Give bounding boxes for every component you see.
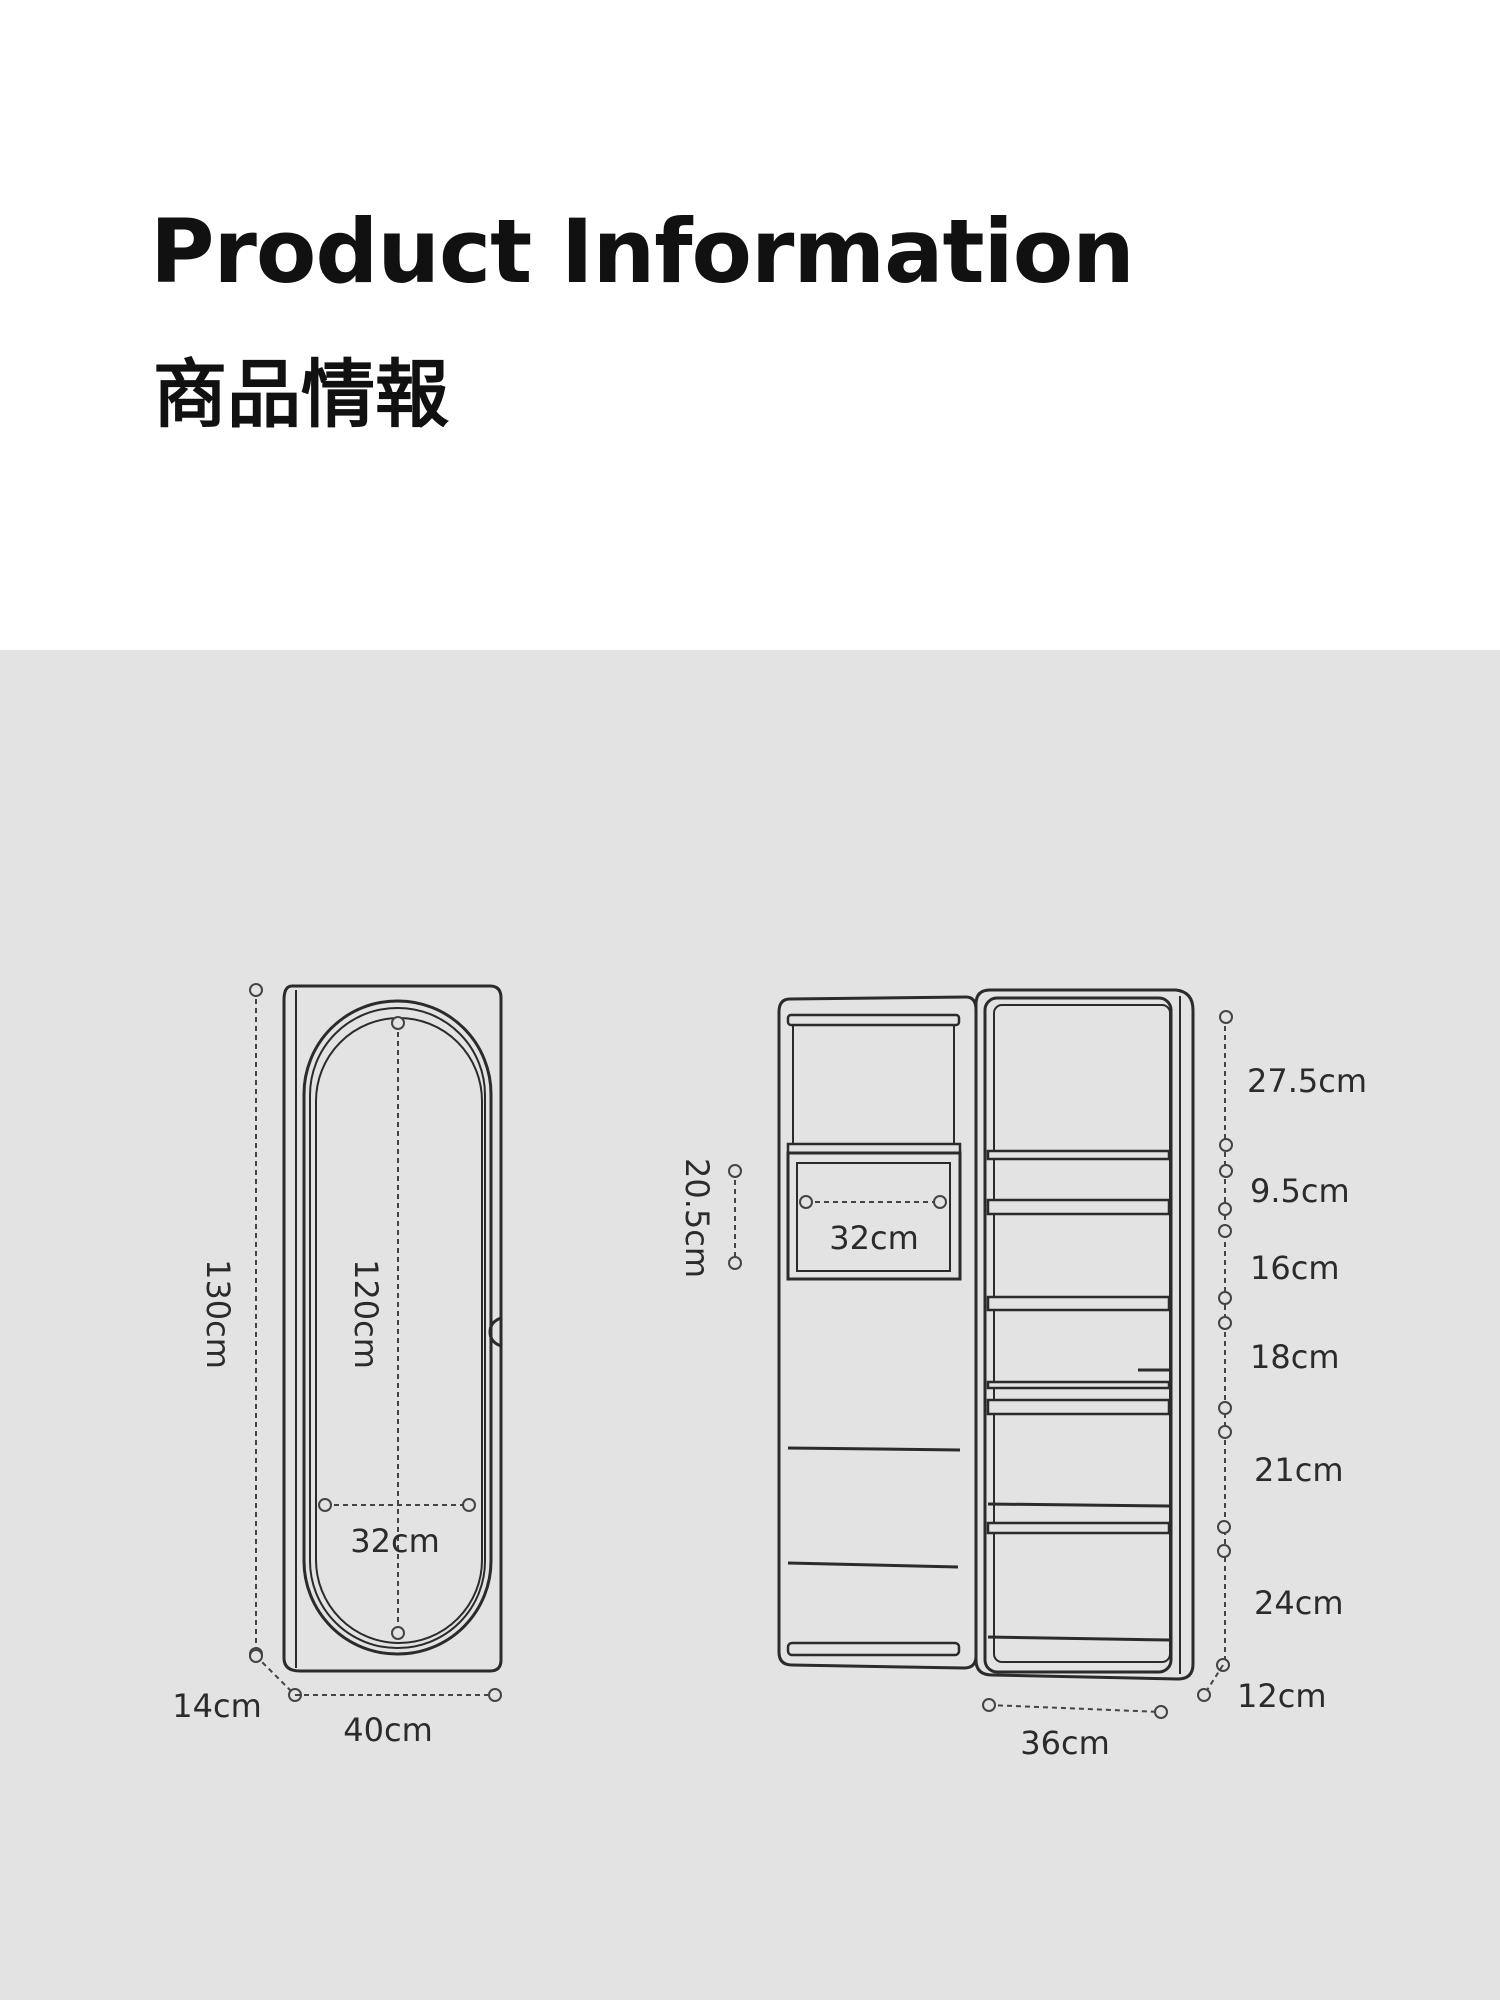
dimension-marker [1219,1010,1233,1024]
mirror-front-view: 130cm 120cm 32cm 14cm 40cm [172,983,503,1749]
dimension-marker [1218,1401,1232,1415]
drawer-box [786,1151,962,1281]
shelf-rail [987,1502,1170,1508]
diagram-panel [0,650,1500,2000]
dimension-marker [1219,1164,1233,1178]
page-subtitle: 商品情報 [153,352,449,438]
mirror-height-label: 120cm [347,1259,385,1369]
drawer-width-label: 32cm [829,1219,918,1257]
door-rail [787,1446,961,1452]
dimension-marker [1218,1224,1232,1238]
dimension-marker [318,1498,332,1512]
dimension-marker [728,1256,742,1270]
cabinet-depth-label: 12cm [1237,1677,1326,1715]
body-inner-frame [993,1004,1171,1663]
shelf-spacing-label: 18cm [1250,1338,1339,1376]
page-title: Product Information [150,200,1135,303]
shelf-spacing-label: 9.5cm [1250,1172,1350,1210]
dimension-marker [488,1688,502,1702]
shelf-spacing-label: 21cm [1254,1451,1343,1489]
shelf [986,1521,1171,1535]
cabinet-body [974,988,1195,1681]
dimension-marker [1217,1520,1231,1534]
shelf-spacing-label: 27.5cm [1247,1062,1367,1100]
dimension-marker [1218,1316,1232,1330]
dimension-marker [1218,1425,1232,1439]
dimension-marker [462,1498,476,1512]
mirror-handle [488,1316,502,1348]
width-total-label: 40cm [343,1711,432,1749]
dimension-marker [391,1016,405,1030]
dimension-marker [249,1649,263,1663]
dimension-marker [799,1195,813,1209]
shelf-rail [987,1635,1170,1642]
body-inner-rim [983,996,1173,1674]
shelf-spacing-label: 24cm [1254,1584,1343,1622]
shelf-spacing-label: 16cm [1250,1249,1339,1287]
door-bottom-bar [786,1641,961,1657]
height-total-label: 130cm [199,1259,237,1369]
dimension-marker [1219,1138,1233,1152]
dimension-marker [391,1626,405,1640]
drawer-inner [796,1162,951,1272]
door-rail [787,1561,959,1569]
depth-line [255,1655,296,1696]
dimension-marker [982,1698,996,1712]
depth-label: 14cm [172,1687,261,1725]
mirror-width-label: 32cm [350,1522,439,1560]
drawer-height-label: 20.5cm [678,1158,716,1278]
door-top-bar [786,1013,961,1027]
mirror-outer-frame [282,984,503,1673]
dimension-marker [1218,1291,1232,1305]
inner-width-label: 36cm [1020,1724,1109,1762]
cabinet-open-view: 32cm 20.5cm [678,988,1367,1762]
header: Product Information 商品情報 [0,0,1500,650]
inner-width-line [988,1704,1162,1713]
shelf [986,1295,1171,1312]
shelf [986,1149,1171,1161]
dimension-marker [1154,1705,1168,1719]
dimension-marker [933,1195,947,1209]
shelf [986,1198,1171,1216]
dimension-marker [1218,1202,1232,1216]
mirror-oval-middle [309,1007,486,1649]
shelf [986,1398,1171,1416]
dimension-marker [249,983,263,997]
dimension-marker [1217,1544,1231,1558]
shelf [986,1380,1171,1390]
dimension-marker [1197,1688,1211,1702]
dimension-marker [728,1164,742,1178]
